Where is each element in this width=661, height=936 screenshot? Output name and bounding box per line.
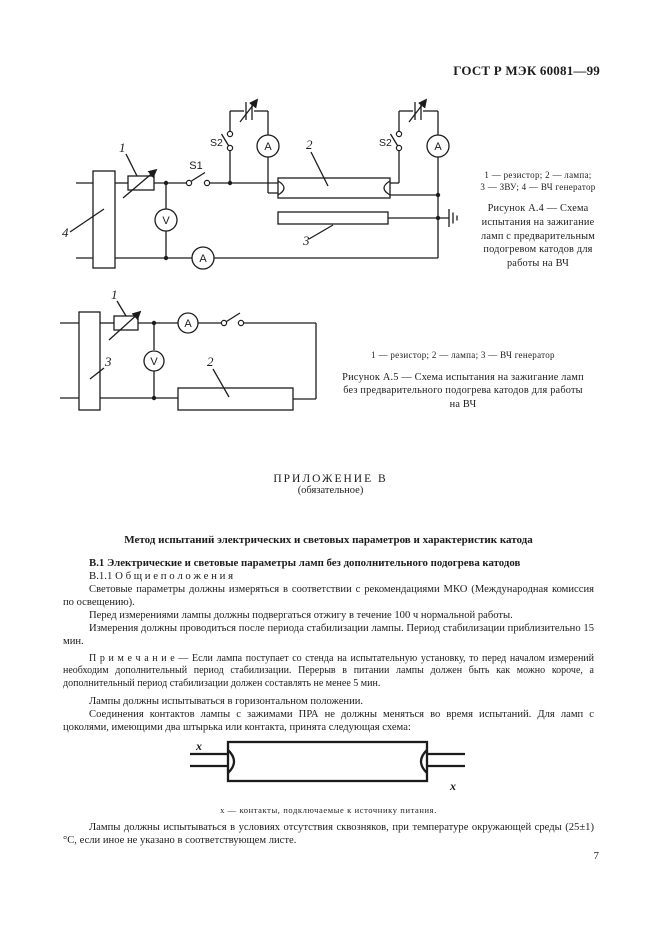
lamp-contact-diagram: x x — [189, 740, 465, 793]
body-text: Метод испытаний электрических и световых… — [63, 534, 594, 847]
label-s2-left: S2 — [210, 137, 223, 149]
lamp-tube: 2 — [277, 137, 391, 199]
contact-x-label-left: x — [195, 740, 202, 753]
figure-a5-circuit-diagram: 3 1 V A — [60, 287, 317, 411]
figure-a4-caption-line: работы на ВЧ — [506, 258, 570, 270]
hf-generator-box: 3 — [60, 311, 112, 411]
label-4: 4 — [62, 225, 69, 240]
section-heading: Метод испытаний электрических и световых… — [124, 534, 533, 546]
lamp-pins — [189, 753, 465, 768]
figure-a4-circuit-diagram: 4 1 S1 S2 — [62, 98, 458, 270]
appendix-subtitle: (обязательное) — [297, 485, 364, 496]
ammeter-label: A — [184, 318, 192, 330]
contact-x-label-right: x — [449, 779, 456, 793]
paragraph: Лампы должны испытываться в горизонтальн… — [89, 696, 364, 708]
hf-generator-box: 4 — [62, 170, 116, 269]
figure-a4-legend-line-1: 1 — резистор; 2 — лампа; — [484, 170, 592, 180]
switch — [220, 312, 317, 400]
voltmeter-label: V — [162, 215, 170, 227]
appendix-heading: ПРИЛОЖЕНИЕ В (обязательное) — [0, 473, 661, 496]
label-s2-right: S2 — [379, 137, 392, 149]
variable-resistor: 1 — [100, 287, 178, 341]
page-number: 7 — [593, 850, 600, 862]
ground-icon — [448, 209, 458, 227]
ammeter: A — [177, 312, 221, 334]
ammeter-label-right: A — [434, 141, 442, 153]
figure-a4-caption-line: испытания на зажигание — [481, 216, 595, 228]
lamp: 2 — [100, 354, 294, 411]
lamp-contact-figure: x x — [63, 740, 594, 803]
paragraph: Лампы должны испытываться в условиях отс… — [63, 822, 594, 847]
label-2: 2 — [207, 354, 214, 369]
figure-a5-caption-block: 1 — резистор; 2 — лампа; 3 — ВЧ генерато… — [325, 350, 601, 412]
figure-a5-caption-line: Рисунок А.5 — Схема испытания на зажиган… — [342, 371, 584, 383]
paragraph: Соединения контактов лампы с зажимами ПР… — [63, 709, 594, 734]
appendix-title: ПРИЛОЖЕНИЕ В — [273, 473, 388, 485]
variable-resistor: 1 — [115, 140, 186, 199]
label-2: 2 — [306, 137, 313, 152]
label-3: 3 — [104, 354, 112, 369]
paragraph: Измерения должны проводиться после перио… — [63, 623, 594, 647]
figure-a5-caption-line: на ВЧ — [449, 399, 477, 411]
label-1: 1 — [119, 140, 126, 155]
figure-a4-legend-line-2: 3 — ЗВУ; 4 — ВЧ генератор — [480, 181, 596, 192]
label-1: 1 — [111, 287, 118, 302]
clause-b11-heading: В.1.1 О б щ и е п о л о ж е н и я — [89, 570, 234, 582]
ignition-unit: 3 — [277, 209, 458, 248]
ammeter-label-left: A — [264, 141, 272, 153]
page-header: ГОСТ Р МЭК 60081—99 — [453, 63, 600, 78]
clause-b1-heading: В.1 Электрические и световые параметры л… — [89, 557, 521, 569]
bottom-rail-ammeter: A — [115, 246, 438, 270]
note-paragraph: П р и м е ч а н и е — Если лампа поступа… — [63, 653, 594, 689]
switch-s1: S1 — [185, 160, 278, 187]
figure-a5-legend: 1 — резистор; 2 — лампа; 3 — ВЧ генерато… — [371, 350, 555, 360]
paragraph: Световые параметры должны измеряться в с… — [63, 584, 594, 608]
voltmeter: V — [154, 180, 178, 261]
label-3: 3 — [302, 233, 310, 248]
figure-a5-caption-line: без предварительного подогрева катодов д… — [343, 385, 583, 397]
starter-branch-right: S2 A — [379, 98, 450, 258]
voltmeter: V — [143, 320, 165, 401]
ammeter-label-bottom: A — [199, 253, 207, 265]
figure-a4-caption-line: Рисунок А.4 — Схема — [487, 203, 589, 214]
figure-a4-caption-block: 1 — резистор; 2 — лампа; 3 — ЗВУ; 4 — ВЧ… — [440, 170, 636, 271]
figure-a4-caption-line: ламп с предварительным — [481, 230, 595, 242]
label-s1: S1 — [189, 160, 202, 172]
lamp-tube — [226, 741, 428, 783]
voltmeter-label: V — [150, 356, 158, 368]
lamp-contact-caption: х — контакты, подключаемые к источнику п… — [220, 805, 437, 816]
paragraph: Перед измерениями лампы должны подвергат… — [89, 610, 513, 621]
starter-branch-left: S2 A — [210, 98, 280, 194]
figure-a4-caption-line: подогревом катодов для — [483, 244, 593, 256]
